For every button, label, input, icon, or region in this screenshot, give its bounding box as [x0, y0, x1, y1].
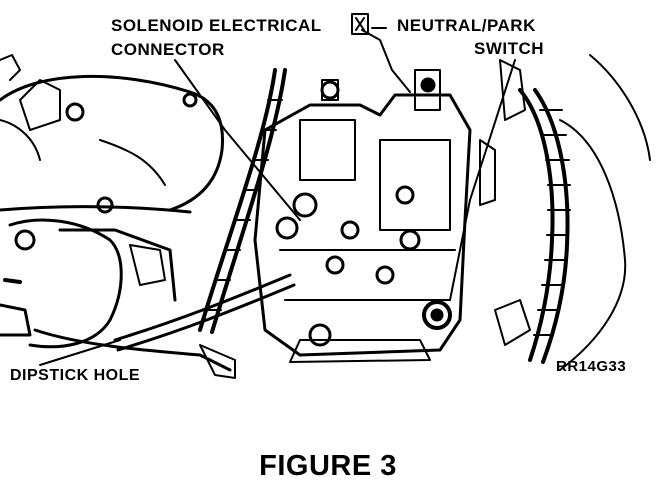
switch-symbol	[351, 13, 387, 35]
solenoid-connector-label-line1: SOLENOID ELECTRICAL	[111, 16, 322, 35]
lower-housing-left	[0, 218, 236, 379]
figure-code-label: RR14G33	[556, 358, 627, 375]
valve-body	[253, 69, 531, 363]
dipstick-hole-label: DIPSTICK HOLE	[10, 367, 141, 384]
wiring-harness-right	[499, 54, 651, 371]
neutral-park-switch-label-line1: NEUTRAL/PARK	[397, 16, 536, 35]
leader-lines	[39, 29, 516, 366]
engine-block-left	[0, 54, 225, 214]
neutral-park-switch-label-line2: SWITCH	[474, 39, 545, 58]
solenoid-connector-label-line2: CONNECTOR	[111, 40, 225, 59]
figure-caption: FIGURE 3	[259, 450, 397, 482]
dipstick-tube	[113, 273, 296, 352]
harness-tube-left	[198, 68, 287, 334]
